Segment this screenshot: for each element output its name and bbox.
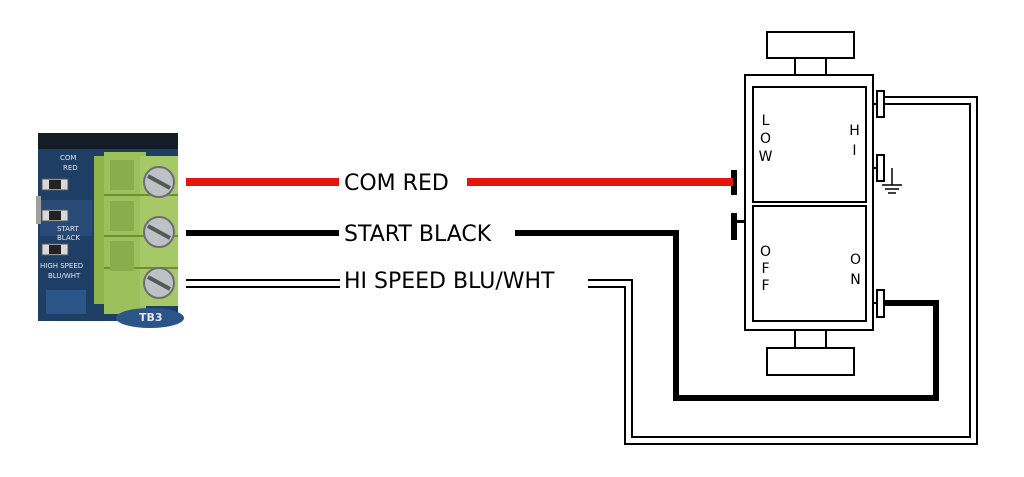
- silk-com: COM: [60, 154, 76, 162]
- dual-switch: LOW HI OFF ON: [731, 31, 902, 376]
- label-on-char: O: [850, 252, 862, 268]
- right-terminal-top: [873, 90, 885, 118]
- power-rocker: [752, 205, 867, 322]
- label-off-char: O: [760, 244, 772, 260]
- pcb-top-strip: [38, 133, 178, 149]
- screw-com: [143, 166, 175, 198]
- silk-high-speed: HIGH SPEED: [40, 262, 83, 270]
- silk-start: START: [57, 225, 79, 233]
- wire-start-black: [186, 230, 939, 401]
- resistors: [36, 178, 69, 256]
- screw-start: [143, 216, 175, 248]
- left-terminal-top: [731, 170, 737, 195]
- label-hi-char: H: [849, 123, 861, 139]
- silk-blu-wht: BLU/WHT: [48, 272, 81, 280]
- label-off-char: F: [761, 278, 770, 294]
- label-hi-char: I: [852, 143, 857, 159]
- silk-black: BLACK: [57, 234, 80, 242]
- label-low-char: O: [760, 131, 772, 147]
- terminal-block-label: TB3: [139, 311, 163, 324]
- right-terminal-middle: [873, 154, 885, 182]
- terminal-block: [94, 152, 178, 314]
- top-mounting-tab: [766, 31, 855, 59]
- wire-hi-speed-blu-wht: [186, 96, 978, 445]
- silk-red: RED: [63, 164, 78, 172]
- label-low-char: L: [762, 113, 771, 129]
- wire-label-start: START BLACK: [344, 222, 492, 247]
- label-low-char: W: [759, 149, 774, 165]
- wire-label-hi-speed: HI SPEED BLU/WHT: [344, 269, 555, 294]
- control-board: COM RED START BLACK HIGH SPEED BLU/WHT: [36, 133, 184, 328]
- screw-hi-speed: [143, 267, 175, 299]
- label-on: ON: [850, 252, 862, 288]
- speed-rocker: [752, 86, 867, 203]
- bottom-mounting-tab: [766, 347, 855, 376]
- label-hi: HI: [849, 123, 861, 159]
- label-on-char: N: [850, 272, 861, 288]
- wire-label-com: COM RED: [344, 171, 449, 196]
- label-off-char: F: [761, 261, 770, 277]
- ground-icon: [882, 168, 902, 194]
- left-terminal-bottom: [731, 213, 745, 240]
- label-low: LOW: [759, 113, 774, 165]
- label-off: OFF: [760, 244, 772, 294]
- right-terminal-bottom: [873, 289, 885, 318]
